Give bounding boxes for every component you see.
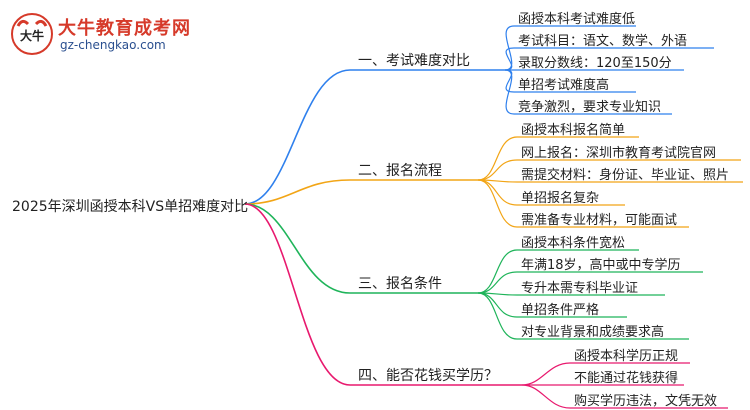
leaf-label: 函授本科条件宽松 bbox=[521, 236, 626, 251]
leaf-label: 单招条件严格 bbox=[521, 303, 600, 318]
leaf-connector bbox=[504, 69, 515, 115]
branch-connector bbox=[244, 69, 351, 205]
root-node: 2025年深圳函授本科VS单招难度对比 bbox=[12, 199, 249, 215]
leaf-label: 函授本科报名简单 bbox=[521, 123, 626, 138]
leaf-label: 竞争激烈，要求专业知识 bbox=[518, 100, 662, 115]
leaf-connector bbox=[477, 292, 518, 318]
branch-label: 三、报名条件 bbox=[358, 276, 442, 292]
leaf-connector bbox=[477, 179, 518, 206]
leaf-label: 函授本科考试难度低 bbox=[518, 12, 636, 27]
leaf-label: 购买学历违法，文凭无效 bbox=[574, 394, 718, 409]
leaf-connector bbox=[521, 362, 571, 386]
logo-url: gz-chengkao.com bbox=[60, 38, 166, 52]
branch-label: 四、能否花钱买学历？ bbox=[358, 368, 498, 384]
branch-label: 一、考试难度对比 bbox=[358, 53, 470, 69]
leaf-label: 函授本科学历正规 bbox=[574, 349, 679, 364]
branch-label: 二、报名流程 bbox=[358, 163, 442, 179]
leaf-label: 录取分数线：120至150分 bbox=[518, 56, 672, 71]
leaf-label: 网上报名：深圳市教育考试院官网 bbox=[521, 146, 717, 161]
leaf-connector bbox=[477, 179, 518, 228]
branch-connector bbox=[244, 203, 351, 294]
site-logo[interactable]: 大牛 大牛教育成考网 gz-chengkao.com bbox=[10, 8, 220, 58]
logo-mark-text: 大牛 bbox=[20, 28, 44, 43]
leaf-label: 不能通过花钱获得 bbox=[574, 371, 679, 386]
branch-connector bbox=[244, 179, 351, 205]
bull-logo-icon: 大牛 bbox=[11, 13, 53, 55]
leaf-label: 对专业背景和成绩要求高 bbox=[521, 325, 665, 340]
leaf-connector bbox=[477, 249, 518, 294]
leaf-connector bbox=[504, 47, 515, 71]
leaf-label: 考试科目：语文、数学、外语 bbox=[518, 34, 688, 49]
leaf-connector bbox=[477, 271, 518, 294]
leaf-connector bbox=[477, 292, 518, 340]
branch-connector bbox=[244, 203, 351, 386]
leaf-label: 年满18岁，高中或中专学历 bbox=[521, 258, 681, 273]
leaf-label: 专升本需专科毕业证 bbox=[521, 281, 639, 296]
leaf-label: 需准备专业材料，可能面试 bbox=[521, 213, 678, 228]
leaf-label: 需提交材料：身份证、毕业证、照片 bbox=[521, 168, 730, 183]
logo-title: 大牛教育成考网 bbox=[58, 18, 191, 39]
leaf-connector bbox=[521, 384, 571, 409]
leaf-connector bbox=[477, 136, 518, 181]
leaf-connector bbox=[477, 159, 518, 181]
leaf-label: 单招考试难度高 bbox=[518, 78, 610, 93]
leaf-label: 单招报名复杂 bbox=[521, 191, 600, 206]
